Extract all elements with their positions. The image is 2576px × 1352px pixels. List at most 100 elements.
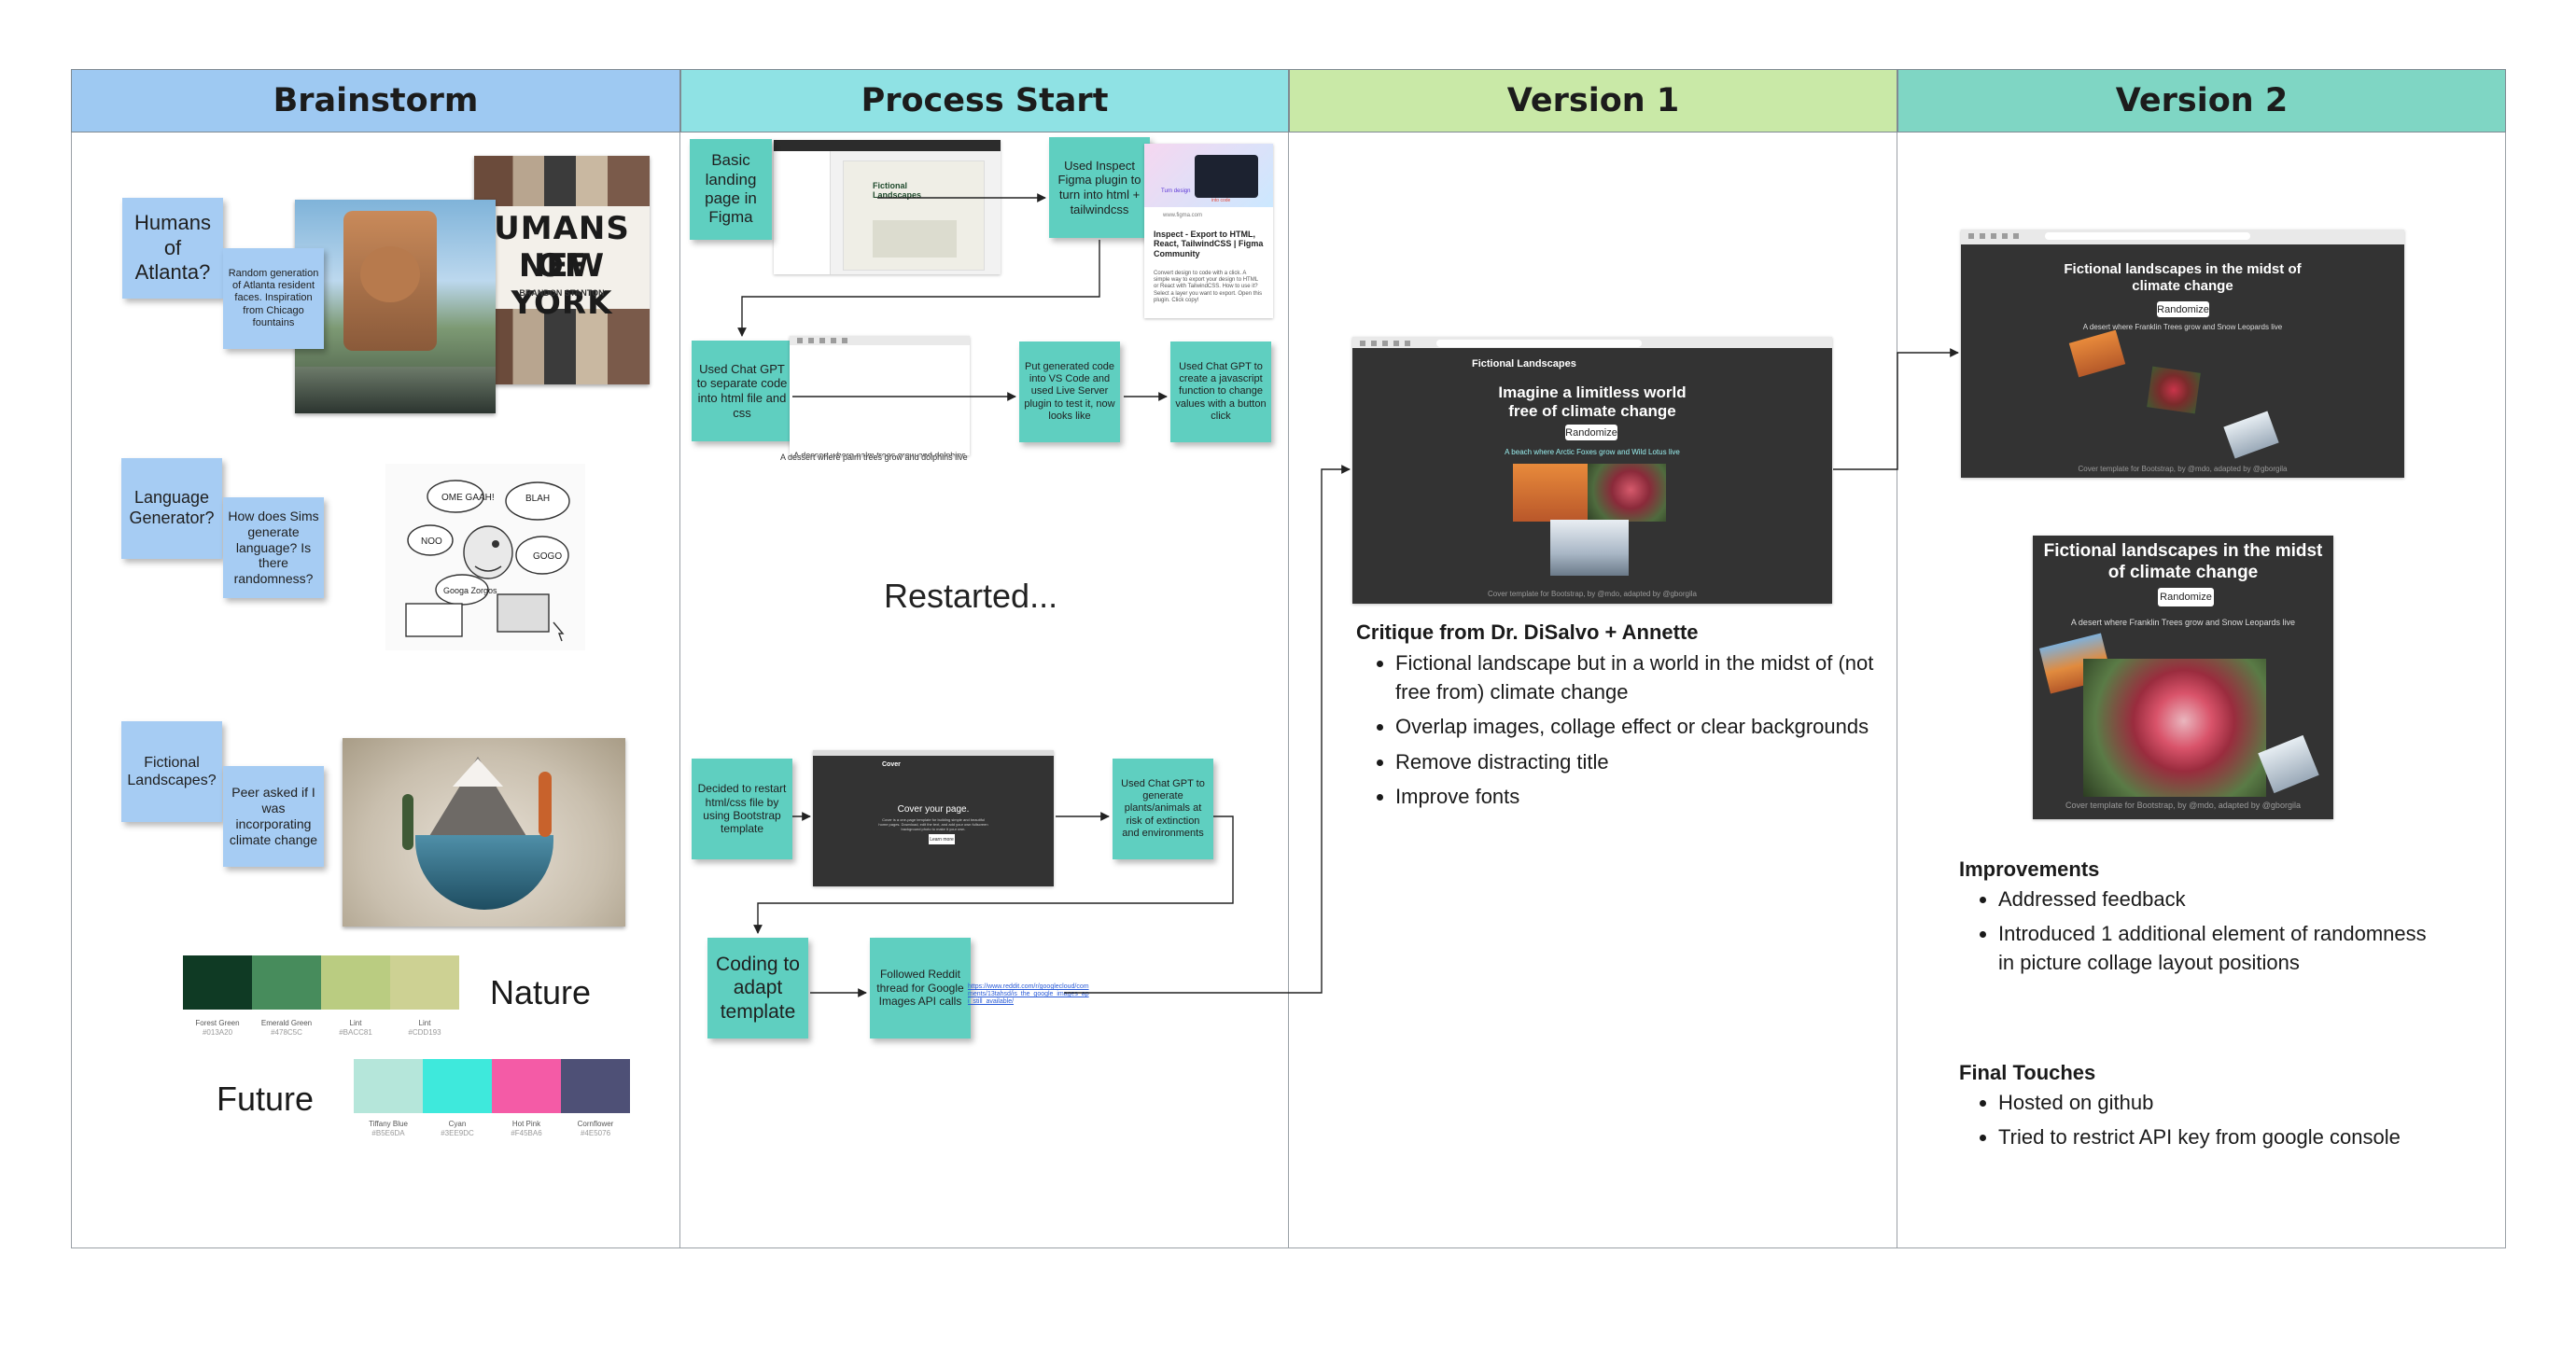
sticky-reddit-thread[interactable]: Followed Reddit thread for Google Images…: [870, 938, 971, 1038]
cover-learn-more-button[interactable]: Learn more: [929, 834, 955, 844]
swatch-name: Forest Green: [195, 1019, 240, 1027]
sketch-bubble-text: BLAH: [525, 494, 550, 504]
version2-screenshot-large[interactable]: Fictional landscapes in the midst of cli…: [1961, 230, 2404, 478]
sticky-sims-language[interactable]: How does Sims generate language? Is ther…: [223, 497, 324, 598]
sticky-chatgpt-separate-code[interactable]: Used Chat GPT to separate code into html…: [692, 341, 792, 441]
reddit-thread-link[interactable]: https://www.reddit.com/r/googlecloud/com…: [968, 983, 1089, 1006]
critique-item: Overlap images, collage effect or clear …: [1395, 712, 1899, 741]
color-swatch: [252, 955, 321, 1010]
swatch-hex: #013A20: [202, 1027, 233, 1037]
v2-headline-2: Fictional landscapes in the midst of cli…: [2043, 541, 2323, 582]
v1-randomize-button[interactable]: Randomize: [1565, 425, 1617, 440]
v2-headline-1: Fictional landscapes in the midst of cli…: [2064, 261, 2302, 294]
restarted-label: Restarted...: [884, 577, 1058, 615]
final-touch-item: Tried to restrict API key from google co…: [1998, 1122, 2521, 1151]
inspect-plugin-card[interactable]: Turn design into code www.figma.com Insp…: [1144, 144, 1273, 318]
cover-title: Cover your page.: [897, 804, 970, 815]
v1-headline: Imagine a limitless world free of climat…: [1498, 383, 1687, 421]
improvements-title: Improvements: [1959, 857, 2100, 881]
swatch-name: Hot Pink: [511, 1120, 541, 1128]
column-header-version-2: Version 2: [1897, 69, 2506, 132]
cover-nav-brand: Cover: [882, 761, 901, 768]
v2-footer-1: Cover template for Bootstrap, by @mdo, a…: [2078, 465, 2288, 473]
plugin-title: Inspect - Export to HTML, React, Tailwin…: [1154, 230, 1264, 258]
swatch-name: Cornflower: [577, 1120, 614, 1128]
sticky-fictional-landscapes[interactable]: Fictional Landscapes?: [121, 721, 222, 822]
sticky-basic-landing-page[interactable]: Basic landing page in Figma: [690, 139, 772, 240]
humans-of-new-york-cover[interactable]: UMANS OF NEW YORK BRANDON STANTON: [474, 156, 650, 384]
swatch-label: Forest Green#013A20: [183, 1019, 252, 1037]
swatch-name: Tiffany Blue: [369, 1120, 408, 1128]
final-touches-list: Hosted on github Tried to restrict API k…: [1959, 1088, 2521, 1157]
critique-list: Fictional landscape but in a world in th…: [1356, 648, 1899, 816]
sticky-humans-of-atlanta[interactable]: Humans of Atlanta?: [122, 198, 223, 299]
swatch-name: Cyan: [448, 1120, 467, 1128]
color-swatch: [492, 1059, 561, 1113]
improvement-item: Introduced 1 additional element of rando…: [1998, 919, 2446, 977]
sticky-bootstrap-restart[interactable]: Decided to restart html/css file by usin…: [692, 759, 792, 859]
v2-randomize-button-1[interactable]: Randomize: [2157, 301, 2209, 317]
swatch-hex: #4E5076: [580, 1128, 611, 1137]
v1-sentence: A beach where Arctic Foxes grow and Wild…: [1505, 448, 1680, 456]
column-header-version-1: Version 1: [1289, 69, 1897, 132]
column-body-version-2: [1897, 132, 2506, 1248]
color-swatch: [390, 955, 459, 1010]
sketch-bubble-text: NOO: [421, 537, 442, 547]
sticky-inspect-plugin[interactable]: Used Inspect Figma plugin to turn into h…: [1049, 137, 1150, 238]
version2-screenshot-small[interactable]: Fictional landscapes in the midst of cli…: [2033, 536, 2333, 819]
v1-nav-title: Fictional Landscapes: [1472, 358, 1576, 369]
sketch-bubble-text: OME GAAH!: [441, 493, 495, 503]
sticky-javascript-function[interactable]: Used Chat GPT to create a javascript fun…: [1170, 341, 1271, 442]
sticky-coding-adapt-template[interactable]: Coding to adapt template: [707, 938, 808, 1038]
color-swatch: [561, 1059, 630, 1113]
plugin-tag-1: Turn design: [1161, 188, 1191, 194]
swatch-name: Lint: [418, 1019, 431, 1027]
v2-sentence-1: A desert where Franklin Trees grow and S…: [2082, 323, 2283, 331]
crown-fountain-photo[interactable]: [295, 200, 496, 413]
critique-item: Fictional landscape but in a world in th…: [1395, 648, 1899, 706]
swatch-name: Lint: [349, 1019, 362, 1027]
version1-screenshot[interactable]: Fictional Landscapes Imagine a limitless…: [1352, 337, 1832, 604]
sticky-vscode-live-server[interactable]: Put generated code into VS Code and used…: [1019, 341, 1120, 442]
sticky-random-generation[interactable]: Random generation of Atlanta resident fa…: [223, 248, 324, 349]
critique-item: Remove distracting title: [1395, 747, 1899, 776]
landscape-terrarium-art[interactable]: [343, 738, 625, 927]
swatch-hex: #3EE9DC: [441, 1128, 474, 1137]
swatch-label: Emerald Green#478C5C: [252, 1019, 321, 1037]
live-server-screenshot[interactable]: A dessert where palm trees grow and dolp…: [790, 336, 970, 455]
figma-frame-heading: Fictional Landscapes: [873, 181, 922, 200]
color-swatch: [183, 955, 252, 1010]
v1-footer: Cover template for Bootstrap, by @mdo, a…: [1488, 590, 1697, 598]
sticky-generate-plants-animals[interactable]: Used Chat GPT to generate plants/animals…: [1113, 759, 1213, 859]
dessert-caption-text: A dessert where palm trees grow and dolp…: [780, 453, 968, 462]
color-swatch: [354, 1059, 423, 1113]
bootstrap-cover-screenshot[interactable]: Cover Cover your page. Cover is a one-pa…: [813, 750, 1054, 886]
swatch-label: Lint#CDD193: [390, 1019, 459, 1037]
swatch-label: Tiffany Blue#B5E6DA: [354, 1120, 423, 1137]
swatch-hex: #478C5C: [271, 1027, 302, 1037]
plugin-description: Convert design to code with a click. A s…: [1154, 271, 1263, 303]
hony-title-line2: NEW YORK: [511, 247, 613, 322]
sketch-bubble-text: Googa Zorgos: [443, 586, 497, 595]
language-sketch-illustration[interactable]: OME GAAH! BLAH NOO GOGO Googa Zorgos: [385, 464, 585, 650]
dessert-caption: A dessert where palm trees grow and dolp…: [793, 451, 966, 455]
v2-randomize-button-2[interactable]: Randomize: [2158, 588, 2214, 606]
swatch-label: Lint#BACC81: [321, 1019, 390, 1037]
sticky-peer-climate-change[interactable]: Peer asked if I was incorporating climat…: [223, 766, 324, 867]
swatch-hex: #B5E6DA: [371, 1128, 405, 1137]
v2-footer-2: Cover template for Bootstrap, by @mdo, a…: [2065, 801, 2301, 810]
plugin-site: www.figma.com: [1163, 213, 1203, 218]
critique-item: Improve fonts: [1395, 782, 1899, 811]
nature-label: Nature: [490, 973, 592, 1011]
figma-screenshot[interactable]: Fictional Landscapes: [774, 140, 1001, 274]
future-label: Future: [217, 1080, 315, 1118]
swatch-label: Cyan#3EE9DC: [423, 1120, 492, 1137]
column-header-process-start: Process Start: [680, 69, 1289, 132]
swatch-label: Hot Pink#F45BA6: [492, 1120, 561, 1137]
critique-title: Critique from Dr. DiSalvo + Annette: [1356, 620, 1699, 644]
column-header-brainstorm: Brainstorm: [71, 69, 680, 132]
swatch-hex: #CDD193: [408, 1027, 441, 1037]
sticky-language-generator[interactable]: Language Generator?: [121, 458, 222, 559]
swatch-hex: #F45BA6: [511, 1128, 542, 1137]
